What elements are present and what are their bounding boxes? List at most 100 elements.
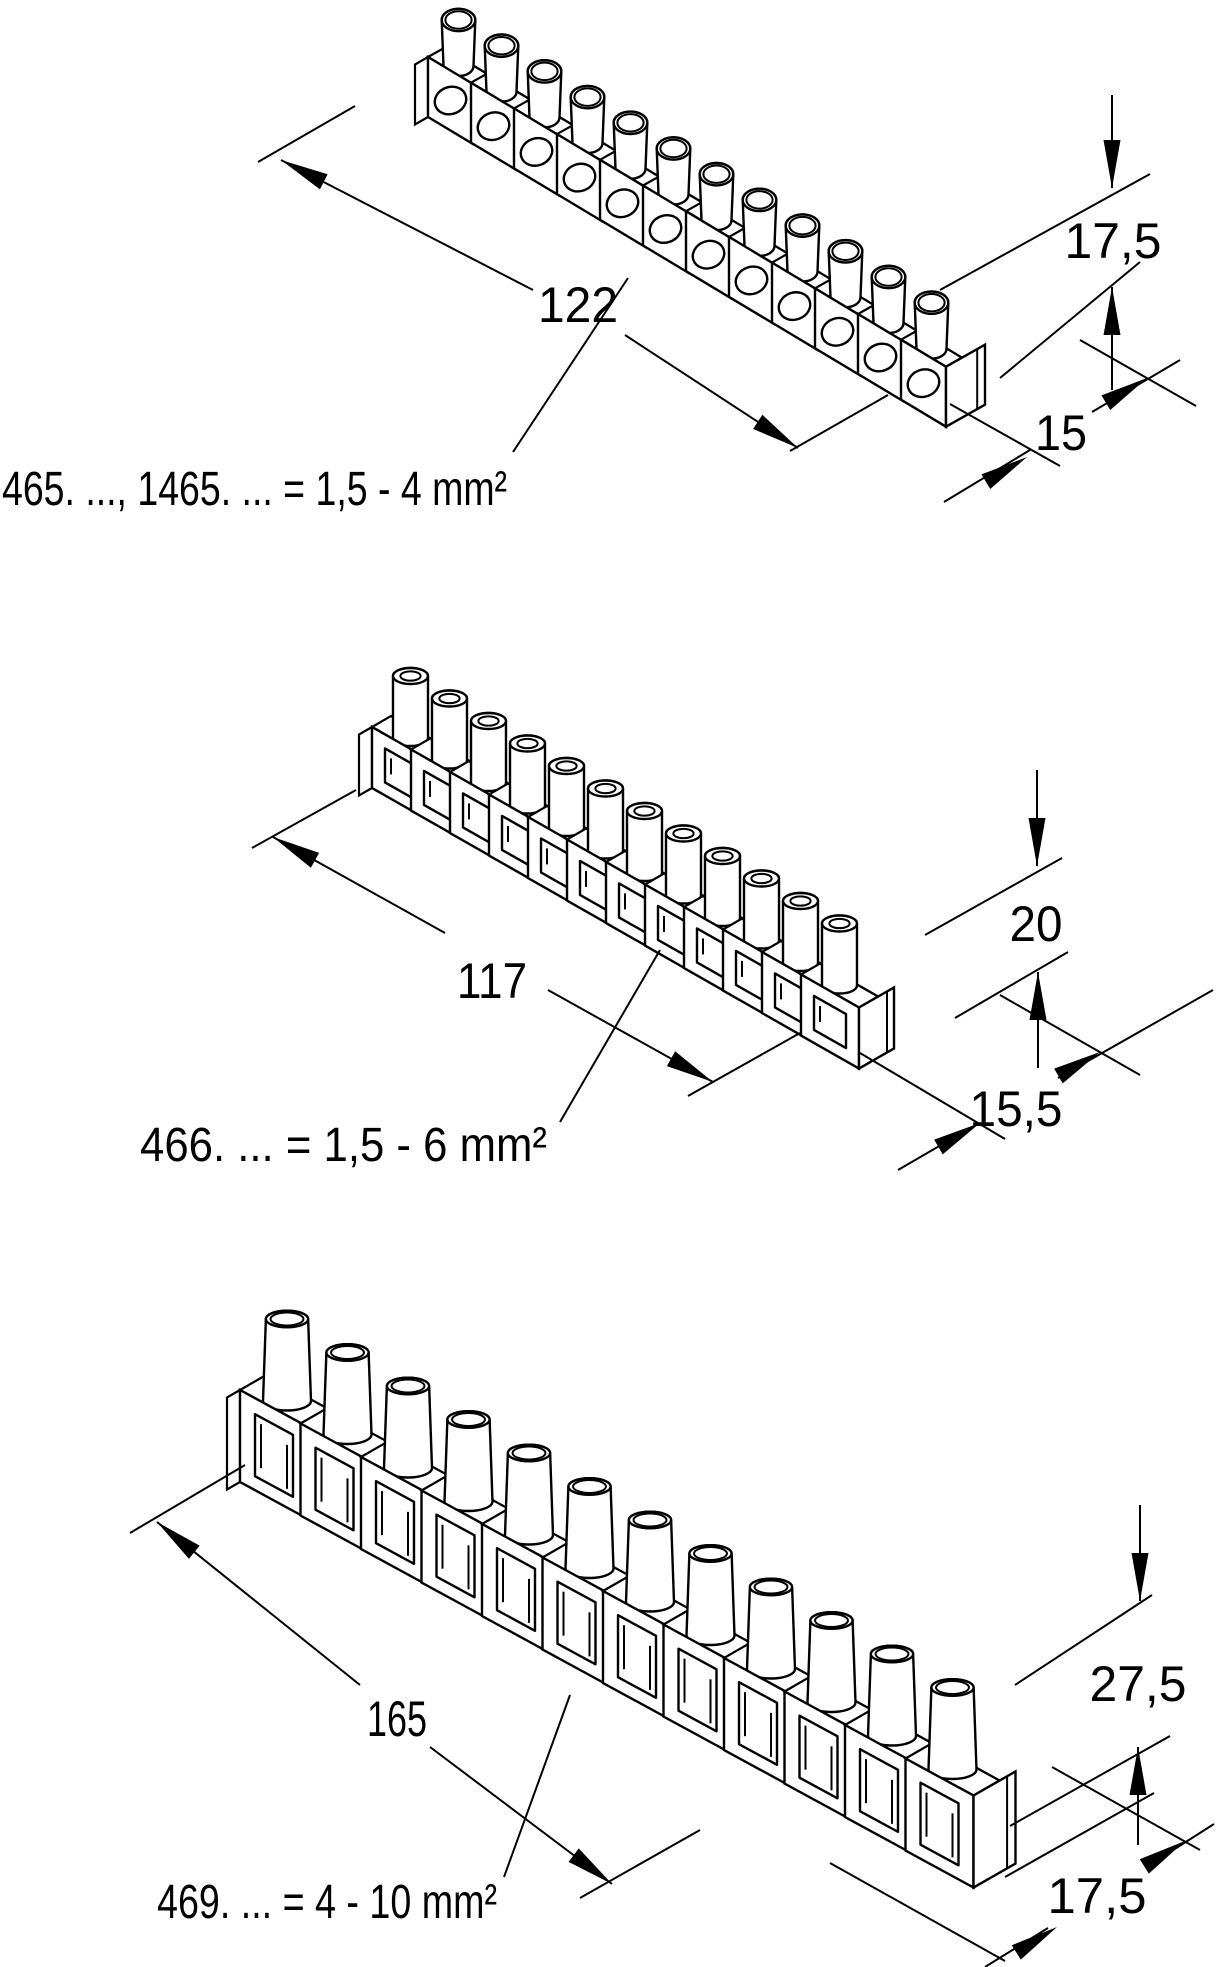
wire-hole: [519, 136, 554, 167]
screw-top-rim: [703, 846, 742, 866]
screw-top-inner-rim: [573, 87, 602, 107]
dimension-arrowhead: [1011, 1927, 1057, 1960]
length-dimension-465: 122: [538, 277, 618, 333]
screw-top-inner-rim: [487, 35, 516, 56]
terminal-pole: [554, 84, 621, 224]
terminal-pole: [720, 869, 803, 1026]
dimension-arrowhead: [1054, 1052, 1100, 1084]
dimension-arrowhead: [1139, 1841, 1185, 1874]
terminal-pole: [903, 1677, 1002, 1890]
wire-hole: [605, 188, 640, 219]
screw-top-inner-rim: [269, 1311, 305, 1327]
wire-hole: [777, 291, 812, 322]
dimension-arrowhead: [1101, 378, 1147, 411]
terminal-pole: [769, 213, 836, 352]
dimension-arrowhead: [568, 1848, 612, 1884]
terminal-pole: [540, 1476, 639, 1689]
screw-top-rim: [547, 756, 586, 776]
strip-left-end-wall: [357, 725, 374, 798]
wire-hole: [919, 1781, 960, 1867]
screw-top-inner-rim: [632, 1512, 668, 1528]
screw-top-inner-rim: [702, 164, 731, 184]
screw-top-inner-rim: [399, 670, 422, 682]
dimension-arrowhead: [1029, 972, 1047, 1020]
height-dimension-465: 17,5: [1065, 213, 1162, 269]
screw-top-rim: [664, 824, 703, 843]
screw-top-rim: [508, 734, 547, 753]
label-leader-line: [503, 1694, 571, 1878]
terminal-pole: [798, 914, 881, 1071]
screw-top-inner-rim: [572, 1478, 607, 1495]
depth-dimension-465: 15: [1035, 405, 1087, 461]
wire-hole: [556, 1580, 597, 1666]
screw-top-rim: [820, 914, 859, 933]
terminal-strip-469-body: [225, 1309, 1017, 1890]
wire-hole: [734, 265, 769, 296]
screw-top-rim: [742, 869, 781, 888]
screw-top-rim: [469, 711, 508, 731]
terminal-pole: [842, 1644, 942, 1857]
depth-dimension-466: 15,5: [970, 1081, 1063, 1137]
wire-hole: [648, 213, 683, 245]
screw-top-inner-rim: [438, 692, 461, 705]
terminal-strip-465-body: [413, 7, 987, 429]
screw-top-inner-rim: [451, 1411, 486, 1428]
wire-hole: [820, 316, 855, 347]
screw-top-inner-rim: [616, 113, 645, 133]
screw-top-inner-rim: [745, 190, 774, 210]
wire-hole: [433, 85, 468, 116]
screw-top-inner-rim: [750, 872, 773, 885]
dimension-arrowhead: [1028, 818, 1046, 866]
screw-top-rim: [586, 779, 625, 798]
screw-top-inner-rim: [330, 1344, 365, 1361]
terminal-pole: [812, 238, 879, 378]
screw-top-inner-rim: [831, 241, 860, 262]
wire-hole: [435, 1513, 476, 1599]
screw-top-inner-rim: [477, 715, 500, 727]
length-dimension-466: 117: [457, 953, 527, 1009]
wire-hole: [562, 162, 597, 193]
dimension-arrowhead: [1129, 1747, 1147, 1795]
screw-top-inner-rim: [672, 827, 695, 840]
screw-top-rim: [391, 666, 430, 686]
wire-hole: [253, 1412, 295, 1499]
screw-top-rim: [430, 689, 469, 708]
dimension-lines-469: [129, 1464, 1215, 1967]
terminal-pole: [479, 1443, 579, 1656]
terminal-pole: [782, 1610, 881, 1823]
wire-hole: [863, 342, 898, 373]
type-label-465: 465. ..., 1465. ... = 1,5 - 4 mm²: [2, 463, 507, 516]
wire-hole: [677, 1647, 718, 1733]
screw-top-inner-rim: [516, 737, 539, 750]
label-leader-line: [512, 277, 629, 453]
wire-hole: [476, 111, 511, 142]
wire-hole: [374, 1479, 416, 1566]
dimension-arrowhead: [281, 160, 328, 190]
screw-top-inner-rim: [594, 782, 617, 795]
wire-hole: [812, 994, 848, 1050]
screw-top-inner-rim: [917, 292, 946, 313]
terminal-pole: [721, 1577, 821, 1790]
dimension-arrowhead: [1103, 140, 1121, 188]
screw-top-inner-rim: [789, 895, 812, 907]
screw-top-inner-rim: [828, 917, 851, 930]
screw-top-inner-rim: [511, 1445, 547, 1461]
type-label-466: 466. ... = 1,5 - 6 mm²: [140, 1119, 547, 1172]
screw-top-inner-rim: [390, 1378, 426, 1394]
screw-top-inner-rim: [874, 1646, 910, 1662]
depth-dimension-469: 17,5: [1048, 1868, 1147, 1924]
terminal-strip-466-body: [357, 666, 896, 1071]
wire-hole: [691, 239, 726, 270]
terminal-pole: [683, 161, 750, 301]
screw-top-rim: [781, 891, 820, 911]
wire-hole: [906, 368, 941, 399]
terminal-pole: [898, 290, 965, 429]
screw-top-inner-rim: [530, 61, 559, 82]
terminal-pole: [511, 59, 578, 198]
screw-top-inner-rim: [693, 1545, 728, 1562]
terminal-pole: [298, 1342, 397, 1555]
screw-top-inner-rim: [874, 267, 903, 287]
dimension-arrowhead: [157, 1522, 200, 1559]
